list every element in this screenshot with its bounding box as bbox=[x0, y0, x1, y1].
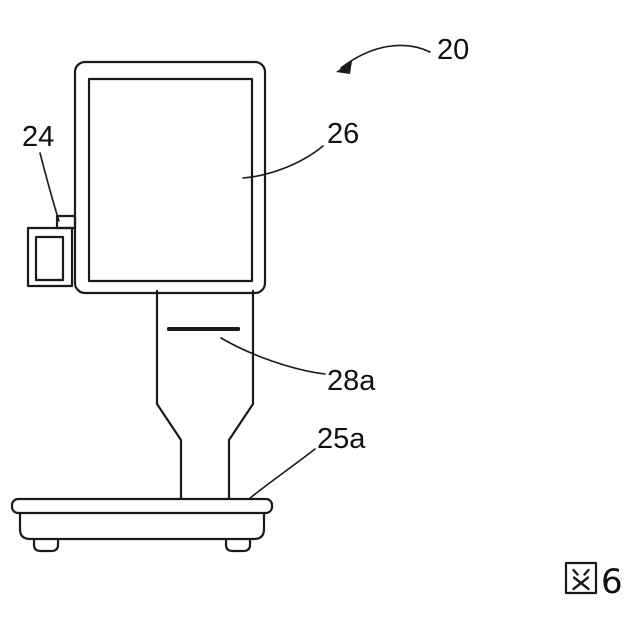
column-right-edge bbox=[227, 289, 255, 501]
base-foot-right bbox=[224, 537, 252, 553]
screen-bezel bbox=[73, 60, 267, 295]
receipt-slot bbox=[167, 327, 240, 331]
column-left-edge bbox=[155, 289, 183, 501]
base-foot-left bbox=[32, 537, 60, 553]
kanji-dot-right bbox=[583, 568, 590, 576]
kanji-box-stroke bbox=[564, 561, 598, 595]
display-screen bbox=[73, 60, 267, 295]
ref-label-28a: 28a bbox=[327, 365, 376, 397]
arrowhead-ref-20 bbox=[336, 61, 352, 74]
base-platform bbox=[10, 497, 274, 553]
base-top-plate bbox=[10, 497, 274, 515]
card-reader-bracket bbox=[55, 214, 77, 230]
ref-label-26: 26 bbox=[327, 118, 359, 150]
kiosk-device bbox=[10, 60, 274, 553]
ref-label-25a: 25a bbox=[317, 423, 366, 455]
leader-ref-26 bbox=[242, 145, 324, 179]
ref-label-20: 20 bbox=[437, 34, 469, 66]
kanji-cross-stroke-2 bbox=[572, 576, 590, 591]
screen-panel bbox=[87, 77, 254, 283]
base-body bbox=[18, 511, 266, 541]
pedestal-column bbox=[155, 289, 255, 501]
kanji-zu-glyph bbox=[564, 561, 598, 595]
leader-ref-28a bbox=[220, 337, 326, 375]
figure-caption: 6 bbox=[564, 561, 623, 602]
leader-lines bbox=[39, 44, 431, 500]
card-reader-body bbox=[26, 226, 74, 288]
caption-figure-number: 6 bbox=[601, 562, 623, 602]
card-reader-face bbox=[34, 235, 65, 282]
kanji-dot-left bbox=[572, 568, 579, 576]
ref-label-24: 24 bbox=[22, 121, 54, 153]
reference-numerals: 20 26 24 28a 25a bbox=[22, 34, 469, 455]
card-reader-unit bbox=[26, 214, 77, 288]
leader-ref-24 bbox=[39, 152, 60, 222]
leader-ref-20 bbox=[340, 44, 431, 69]
leader-ref-25a bbox=[248, 448, 316, 500]
